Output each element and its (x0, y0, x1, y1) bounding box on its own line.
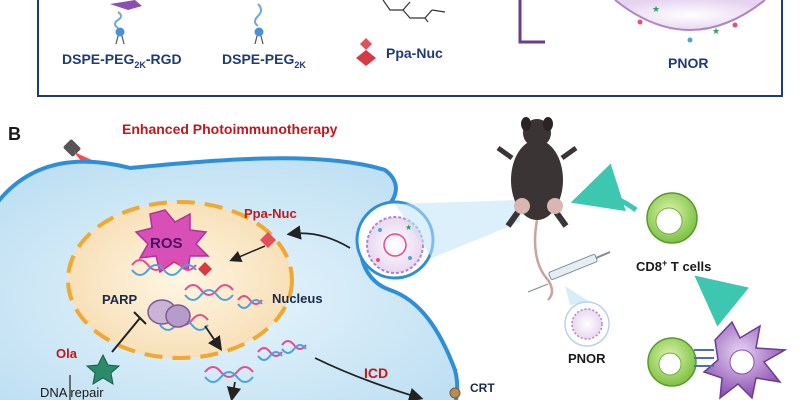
svg-text:★: ★ (652, 4, 660, 14)
arrow-to-crt (314, 357, 424, 400)
panel-a-divider (518, 0, 545, 44)
cd8-t-cell-icon (646, 192, 698, 244)
panel-a: ★ ★ DSPE-PEG2K-RGD DSPE-PEG2K Ppa-Nuc PN… (37, 0, 783, 97)
label-icd: ICD (364, 365, 388, 381)
label-pnor: PNOR (568, 351, 606, 366)
panel-b-title: Enhanced Photoimmunotherapy (122, 121, 338, 137)
panel-b-letter: B (8, 124, 21, 144)
arrow-damage-2 (226, 381, 242, 400)
label-dspe-peg-rgd: DSPE-PEG2K-RGD (62, 51, 182, 70)
label-dspe-peg: DSPE-PEG2K (222, 51, 306, 70)
label-dna-repair: DNA repair (40, 385, 104, 400)
arrow-to-ros (229, 245, 266, 263)
zoom-wedge (395, 200, 520, 258)
pnor-nanoparticle-top: ★ ★ (614, 0, 766, 43)
label-ola: Ola (56, 346, 78, 361)
dspe-peg-rgd-icon (110, 0, 142, 45)
mouse-icon (496, 117, 578, 301)
parp-enzyme (147, 299, 191, 328)
label-crt: CRT (470, 381, 495, 395)
inhibition-line (111, 311, 147, 353)
label-cd8-t-cells: CD8+ T cells (636, 258, 711, 274)
pnor-nanoparticle-icon (571, 308, 603, 340)
crt-marker (449, 387, 461, 399)
immune-synapse (694, 349, 714, 367)
naive-t-cell-icon (647, 337, 697, 387)
panel-a-frame (37, 0, 783, 97)
label-ppa-nuc-legend: Ppa-Nuc (386, 45, 443, 61)
svg-text:★: ★ (712, 26, 720, 36)
syringe-icon (527, 251, 611, 293)
label-ros: ROS (150, 235, 183, 252)
ppa-structure-icon (382, 0, 446, 23)
label-pnor-legend: PNOR (668, 55, 708, 71)
ppa-nuc-in-cell (198, 232, 276, 276)
label-ppa-nuc: Ppa-Nuc (244, 206, 297, 221)
ppa-nuc-legend-icon (356, 38, 376, 66)
dendritic-cell-icon (702, 320, 788, 400)
pnor-callout-wedge (565, 286, 590, 305)
arrow-dc-to-tcell (694, 275, 749, 327)
arrow-tcell-to-mouse (570, 163, 638, 213)
arrow-endosome-to-ppa (286, 225, 351, 249)
arrow-damage-1 (204, 325, 223, 351)
label-parp: PARP (102, 292, 137, 307)
dna-repair-star-icon (85, 353, 121, 385)
svg-text:★: ★ (405, 223, 412, 232)
nucleus (66, 200, 294, 360)
dspe-peg-icon (254, 3, 264, 45)
label-nucleus: Nucleus (272, 291, 323, 306)
